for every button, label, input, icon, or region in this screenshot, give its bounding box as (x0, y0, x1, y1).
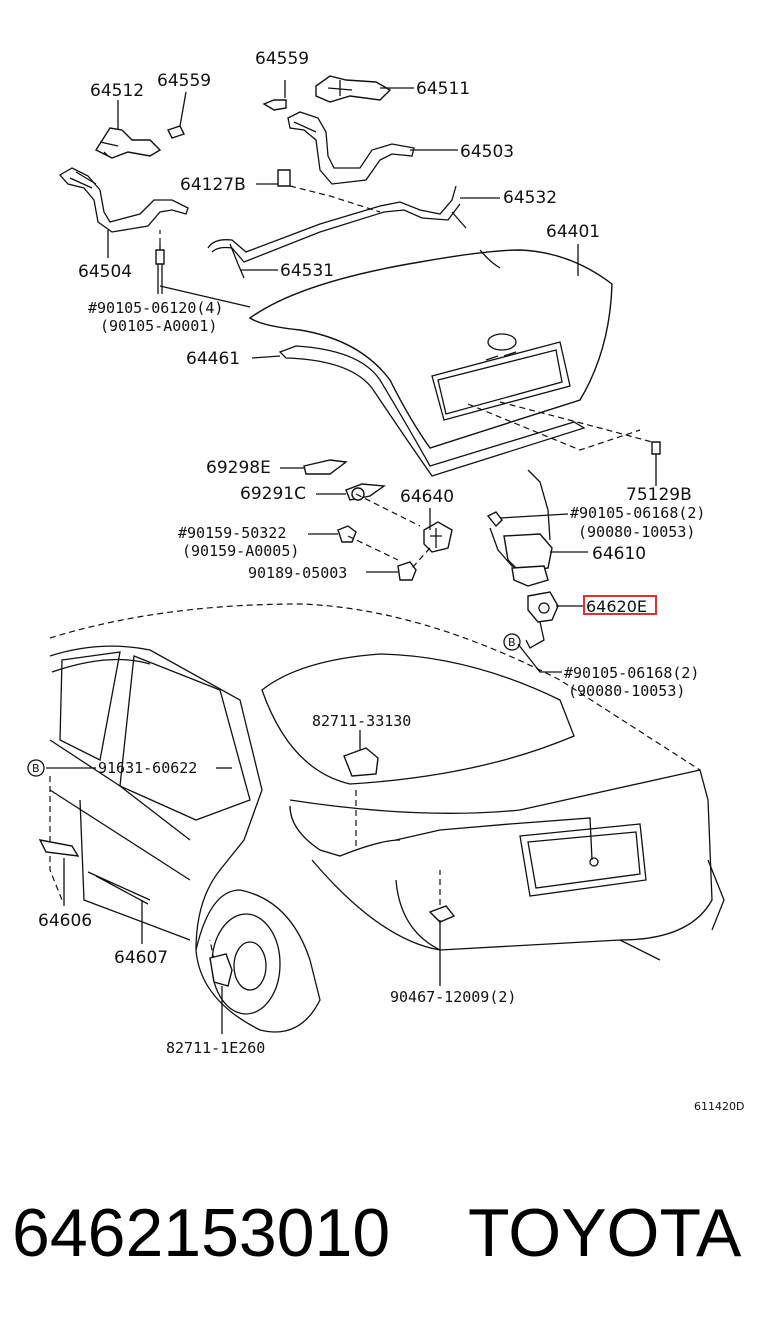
label-64532: 64532 (503, 188, 557, 208)
label-64620E: 64620E (586, 597, 647, 616)
label-64503: 64503 (460, 142, 514, 162)
highlight-box-64620E (583, 595, 657, 615)
diagram-code: 611420D (694, 1100, 744, 1113)
label-bolt-90105-A0001: (90105-A0001) (100, 317, 217, 335)
car-body (49, 603, 725, 1033)
label-64461: 64461 (186, 349, 240, 369)
label-90467-12009: 90467-12009(2) (390, 988, 516, 1006)
label-90189-05003: 90189-05003 (248, 564, 347, 582)
label-91631-60622: 91631-60622 (98, 759, 197, 777)
trunk-lid (248, 249, 613, 449)
leader-lines (46, 80, 657, 1034)
label-64610: 64610 (592, 544, 646, 564)
label-bolt-90105-06120: #90105-06120(4) (88, 299, 223, 317)
label-64606: 64606 (38, 911, 92, 931)
label-circle-b-lower: B (32, 762, 40, 775)
label-69291C: 69291C (240, 484, 306, 504)
label-64512: 64512 (90, 81, 144, 101)
label-bolt-90105-06168-upper: #90105-06168(2) (570, 504, 705, 522)
label-64531: 64531 (280, 261, 334, 281)
label-64559-left: 64559 (157, 71, 211, 91)
label-64127B: 64127B (180, 175, 246, 195)
label-69298E: 69298E (206, 458, 271, 478)
circle-b-marker-upper (503, 633, 521, 651)
body-side-parts (38, 747, 456, 987)
label-75129B: 75129B (626, 485, 692, 505)
label-64401: 64401 (546, 222, 600, 242)
hinge-assembly-left (58, 125, 189, 294)
label-64504: 64504 (78, 262, 132, 282)
trunk-weatherstrip (278, 345, 586, 477)
label-bolt-90159-A0005: (90159-A0005) (182, 542, 299, 560)
label-82711-1E260: 82711-1E260 (166, 1039, 265, 1057)
dashed-connectors (49, 185, 653, 971)
label-bolt-90105-06168-lower: #90105-06168(2) (564, 664, 699, 682)
label-64607: 64607 (114, 948, 168, 968)
label-circle-b-upper: B (508, 636, 516, 649)
circle-b-marker-lower (27, 759, 45, 777)
footer-part-number: 6462153010 (12, 1195, 390, 1271)
label-64559-top: 64559 (255, 49, 309, 69)
label-bolt-90159-50322: #90159-50322 (178, 524, 286, 542)
label-64511: 64511 (416, 79, 470, 99)
footer-brand: TOYOTA (468, 1195, 742, 1271)
label-82711-33130: 82711-33130 (312, 712, 411, 730)
label-bolt-90080-10053-lower: (90080-10053) (568, 682, 685, 700)
hinge-assembly-right (262, 75, 415, 185)
label-64640: 64640 (400, 487, 454, 507)
label-bolt-90080-10053-upper: (90080-10053) (578, 523, 695, 541)
